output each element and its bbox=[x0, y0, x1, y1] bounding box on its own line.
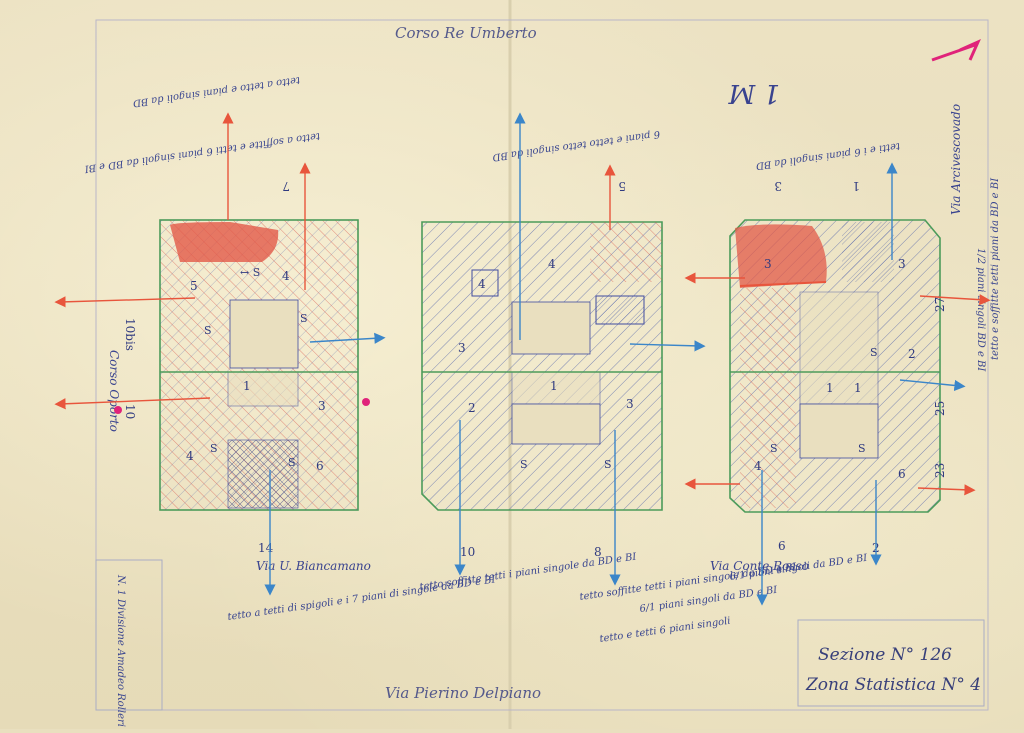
block-center: 4 4 3 1 3 2 S S bbox=[421, 221, 663, 511]
note-bottom-4: tetto e tetti 6 piani singoli bbox=[599, 616, 731, 645]
svg-text:1: 1 bbox=[854, 381, 862, 395]
section-number: Sezione N° 126 bbox=[818, 645, 952, 665]
note-top-1: tetto a tetto e piani singoli da BD bbox=[132, 74, 301, 108]
svg-text:5: 5 bbox=[190, 279, 198, 293]
civic-number-14: 14 bbox=[258, 541, 274, 555]
svg-text:4: 4 bbox=[478, 277, 486, 291]
street-bottom: Via Pierino Delpiano bbox=[385, 684, 541, 702]
civic-number-23: 23 bbox=[933, 463, 947, 478]
street-right: Via Arcivescovado bbox=[949, 104, 963, 215]
svg-text:3: 3 bbox=[626, 397, 634, 411]
civic-number-10bis: 10bis bbox=[123, 318, 137, 351]
svg-text:↔ S: ↔ S bbox=[240, 266, 260, 279]
svg-text:2: 2 bbox=[908, 347, 916, 361]
street-middle-2: Via Conte Rosso bbox=[710, 559, 809, 573]
svg-text:3: 3 bbox=[898, 257, 906, 271]
svg-text:S: S bbox=[204, 324, 212, 337]
civic-number-7: 7 bbox=[282, 179, 290, 193]
svg-text:S: S bbox=[288, 456, 296, 469]
svg-text:2: 2 bbox=[468, 401, 476, 415]
svg-text:S: S bbox=[300, 312, 308, 325]
svg-text:S: S bbox=[604, 458, 612, 471]
sheet-border bbox=[95, 19, 989, 711]
arrows-red bbox=[54, 112, 991, 496]
svg-text:4: 4 bbox=[754, 459, 762, 473]
svg-text:4: 4 bbox=[186, 449, 194, 463]
block-right: 3 3 1 1 2 4 6 S S S bbox=[729, 219, 941, 513]
civic-number-8: 8 bbox=[594, 545, 602, 559]
civic-number-10: 10 bbox=[123, 404, 137, 419]
civic-number-25: 25 bbox=[933, 401, 947, 416]
svg-text:S: S bbox=[770, 442, 778, 455]
header-mark: 1 M bbox=[727, 78, 780, 108]
note-top-4: tetti e i 6 piani singoli da BD bbox=[755, 140, 901, 171]
svg-text:S: S bbox=[858, 442, 866, 455]
svg-text:3: 3 bbox=[318, 399, 326, 413]
note-right-1: 1/2 piani singoli BD e BI bbox=[975, 248, 986, 372]
note-top-3: 6 piani e tetto tetto singoli da BD bbox=[492, 128, 661, 162]
note-top-2: tetto a soffitte e tetti 6 piani singoli… bbox=[83, 130, 321, 174]
section-box: Sezione N° 126 Zona Statistica N° 4 bbox=[797, 619, 985, 707]
svg-text:S: S bbox=[210, 442, 218, 455]
block-left: 4 5 1 3 4 6 ↔ S S S S S bbox=[159, 219, 359, 511]
signature: N. 1 Divisione Amadeo Rolleri bbox=[115, 574, 126, 727]
svg-text:1: 1 bbox=[243, 379, 251, 393]
svg-text:6: 6 bbox=[898, 467, 906, 481]
svg-text:1: 1 bbox=[550, 379, 558, 393]
magenta-dot-corner bbox=[114, 406, 122, 414]
civic-number-1: 1 bbox=[852, 179, 860, 193]
note-bottom-2: tetto soffitte tetti i piani singole da … bbox=[419, 551, 638, 592]
notes-right: 1/2 piani singoli BD e BI tetto e soffit… bbox=[975, 177, 1001, 373]
svg-text:S: S bbox=[870, 346, 878, 359]
svg-text:3: 3 bbox=[458, 341, 466, 355]
svg-text:6: 6 bbox=[316, 459, 324, 473]
street-middle-1: Via U. Biancamano bbox=[256, 559, 371, 573]
civic-number-27: 27 bbox=[933, 297, 947, 312]
corner-check-icon bbox=[931, 39, 981, 62]
magenta-dot-left bbox=[362, 398, 370, 406]
civic-number-10: 10 bbox=[460, 545, 475, 559]
street-left: Corso Oporto bbox=[107, 350, 121, 432]
arrows-blue bbox=[264, 112, 966, 606]
svg-text:1: 1 bbox=[826, 381, 834, 395]
svg-text:4: 4 bbox=[548, 257, 556, 271]
civic-number-3: 3 bbox=[774, 179, 782, 193]
civic-number-6: 6 bbox=[778, 539, 786, 553]
svg-text:3: 3 bbox=[764, 257, 772, 271]
statistical-zone: Zona Statistica N° 4 bbox=[805, 675, 981, 695]
note-right-2: tetto e soffitte tetti piani da BD e BI bbox=[990, 177, 1001, 360]
civic-number-5: 5 bbox=[618, 179, 626, 193]
street-top: Corso Re Umberto bbox=[395, 24, 537, 42]
svg-text:4: 4 bbox=[282, 269, 290, 283]
svg-text:S: S bbox=[520, 458, 528, 471]
